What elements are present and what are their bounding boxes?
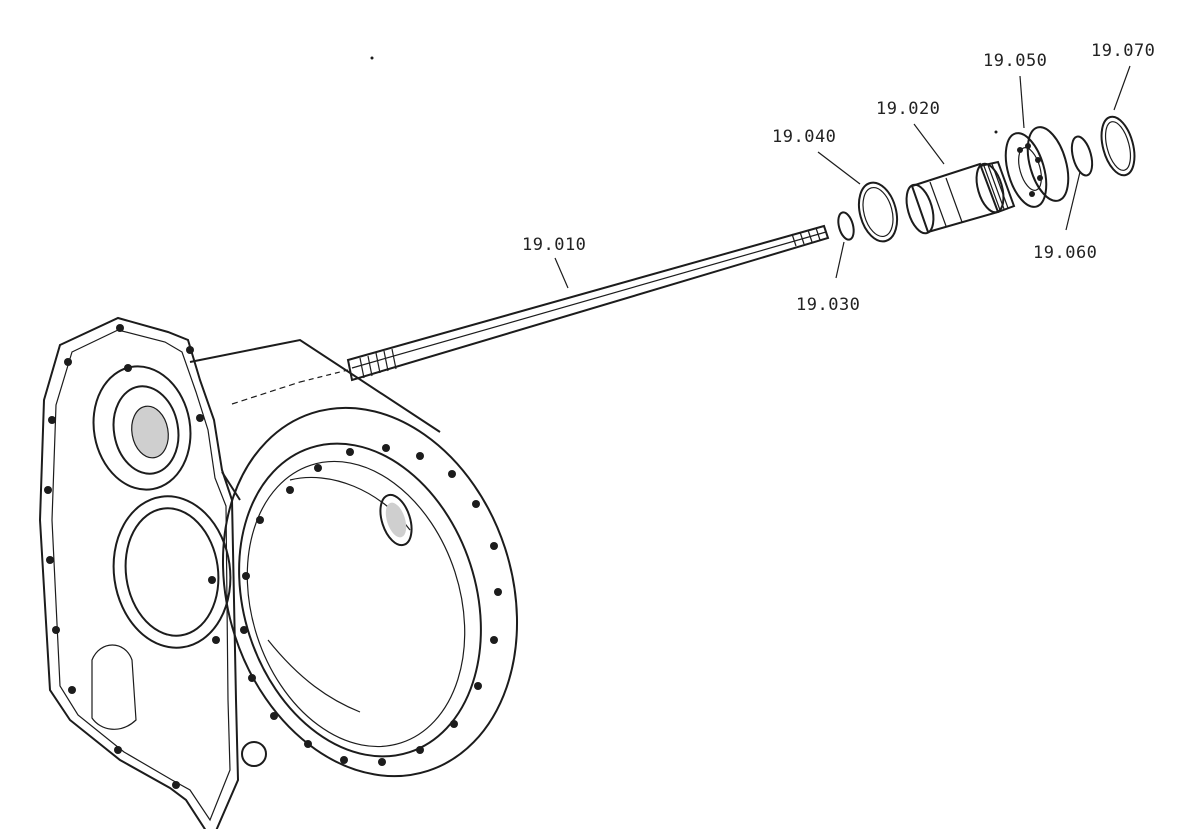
leader-lines	[554, 65, 1131, 289]
flange-holes	[44, 324, 220, 789]
ring-19-070	[1100, 115, 1136, 177]
upper-bore	[92, 365, 192, 491]
lower-bore	[112, 495, 232, 649]
label-19-040: 19.040	[772, 127, 836, 147]
label-19-070: 19.070	[1091, 41, 1155, 61]
ring-19-040	[857, 181, 899, 243]
front-flange	[221, 406, 519, 778]
label-19-020: 19.020	[876, 99, 940, 119]
hub-19-020	[905, 160, 1016, 235]
front-flange-holes	[240, 444, 502, 766]
gearbox-housing	[38, 316, 519, 829]
label-19-060: 19.060	[1033, 243, 1097, 263]
ring-19-030	[837, 211, 855, 241]
label-19-030: 19.030	[796, 295, 860, 315]
ring-19-060	[1070, 135, 1094, 177]
label-19-010: 19.010	[522, 235, 586, 255]
label-19-050: 19.050	[983, 51, 1047, 71]
shaft-19-010	[299, 224, 830, 383]
bearing-19-050	[1004, 126, 1070, 208]
